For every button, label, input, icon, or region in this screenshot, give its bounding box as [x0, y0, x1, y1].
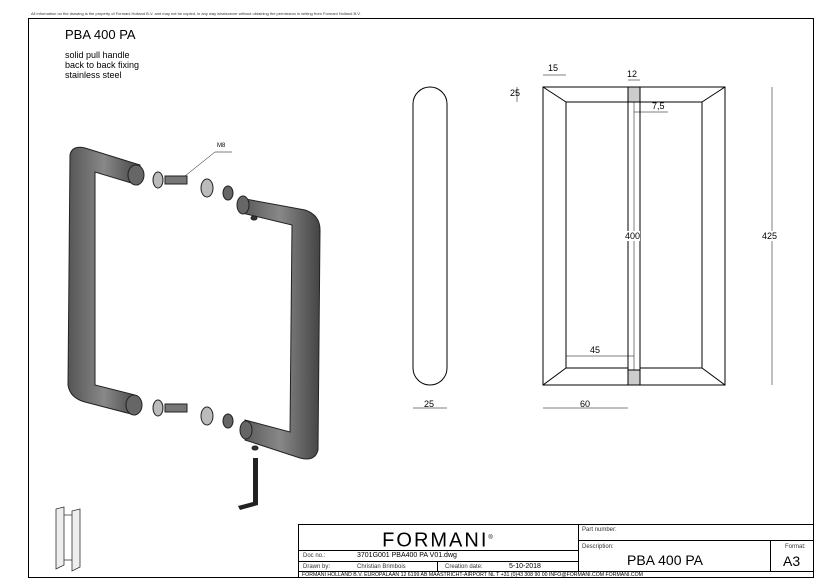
drawing-title: PBA 400 PA	[65, 27, 136, 42]
dim-25-bottom: 25	[424, 399, 435, 409]
dim-m8: M8	[217, 143, 226, 149]
part-number-cell: Part number:	[579, 525, 814, 541]
dim-25-top: 25	[510, 88, 521, 98]
title-block: FORMANI® Doc no.:3701G001 PBA400 PA V01.…	[298, 524, 814, 578]
dim-45: 45	[590, 345, 601, 355]
dim-60: 60	[580, 399, 591, 409]
description-cell: Description:PBA 400 PA	[579, 541, 771, 572]
isometric-handle-view	[67, 146, 321, 510]
description-line: stainless steel	[65, 70, 122, 80]
description-line: back to back fixing	[65, 60, 140, 70]
format-cell: Format:A3	[771, 541, 814, 572]
brand-logo: FORMANI®	[299, 525, 579, 552]
description-line: solid pull handle	[65, 50, 130, 60]
dim-400: 400	[625, 231, 641, 241]
company-footer: FORMANI HOLLAND B.V. EUROPALAAN 12 6199 …	[302, 572, 643, 578]
side-view	[412, 86, 448, 386]
dim-7-5: 7,5	[652, 101, 665, 111]
disclaimer: All information on the drawing is the pr…	[31, 11, 361, 16]
allen-key	[238, 458, 258, 510]
front-view	[542, 86, 726, 386]
doc-no-row: Doc no.:3701G001 PBA400 PA V01.dwg	[299, 551, 579, 562]
dim-15: 15	[548, 63, 559, 73]
thumbnail-icon	[55, 506, 81, 572]
dim-425: 425	[762, 231, 778, 241]
dim-12: 12	[627, 69, 638, 79]
